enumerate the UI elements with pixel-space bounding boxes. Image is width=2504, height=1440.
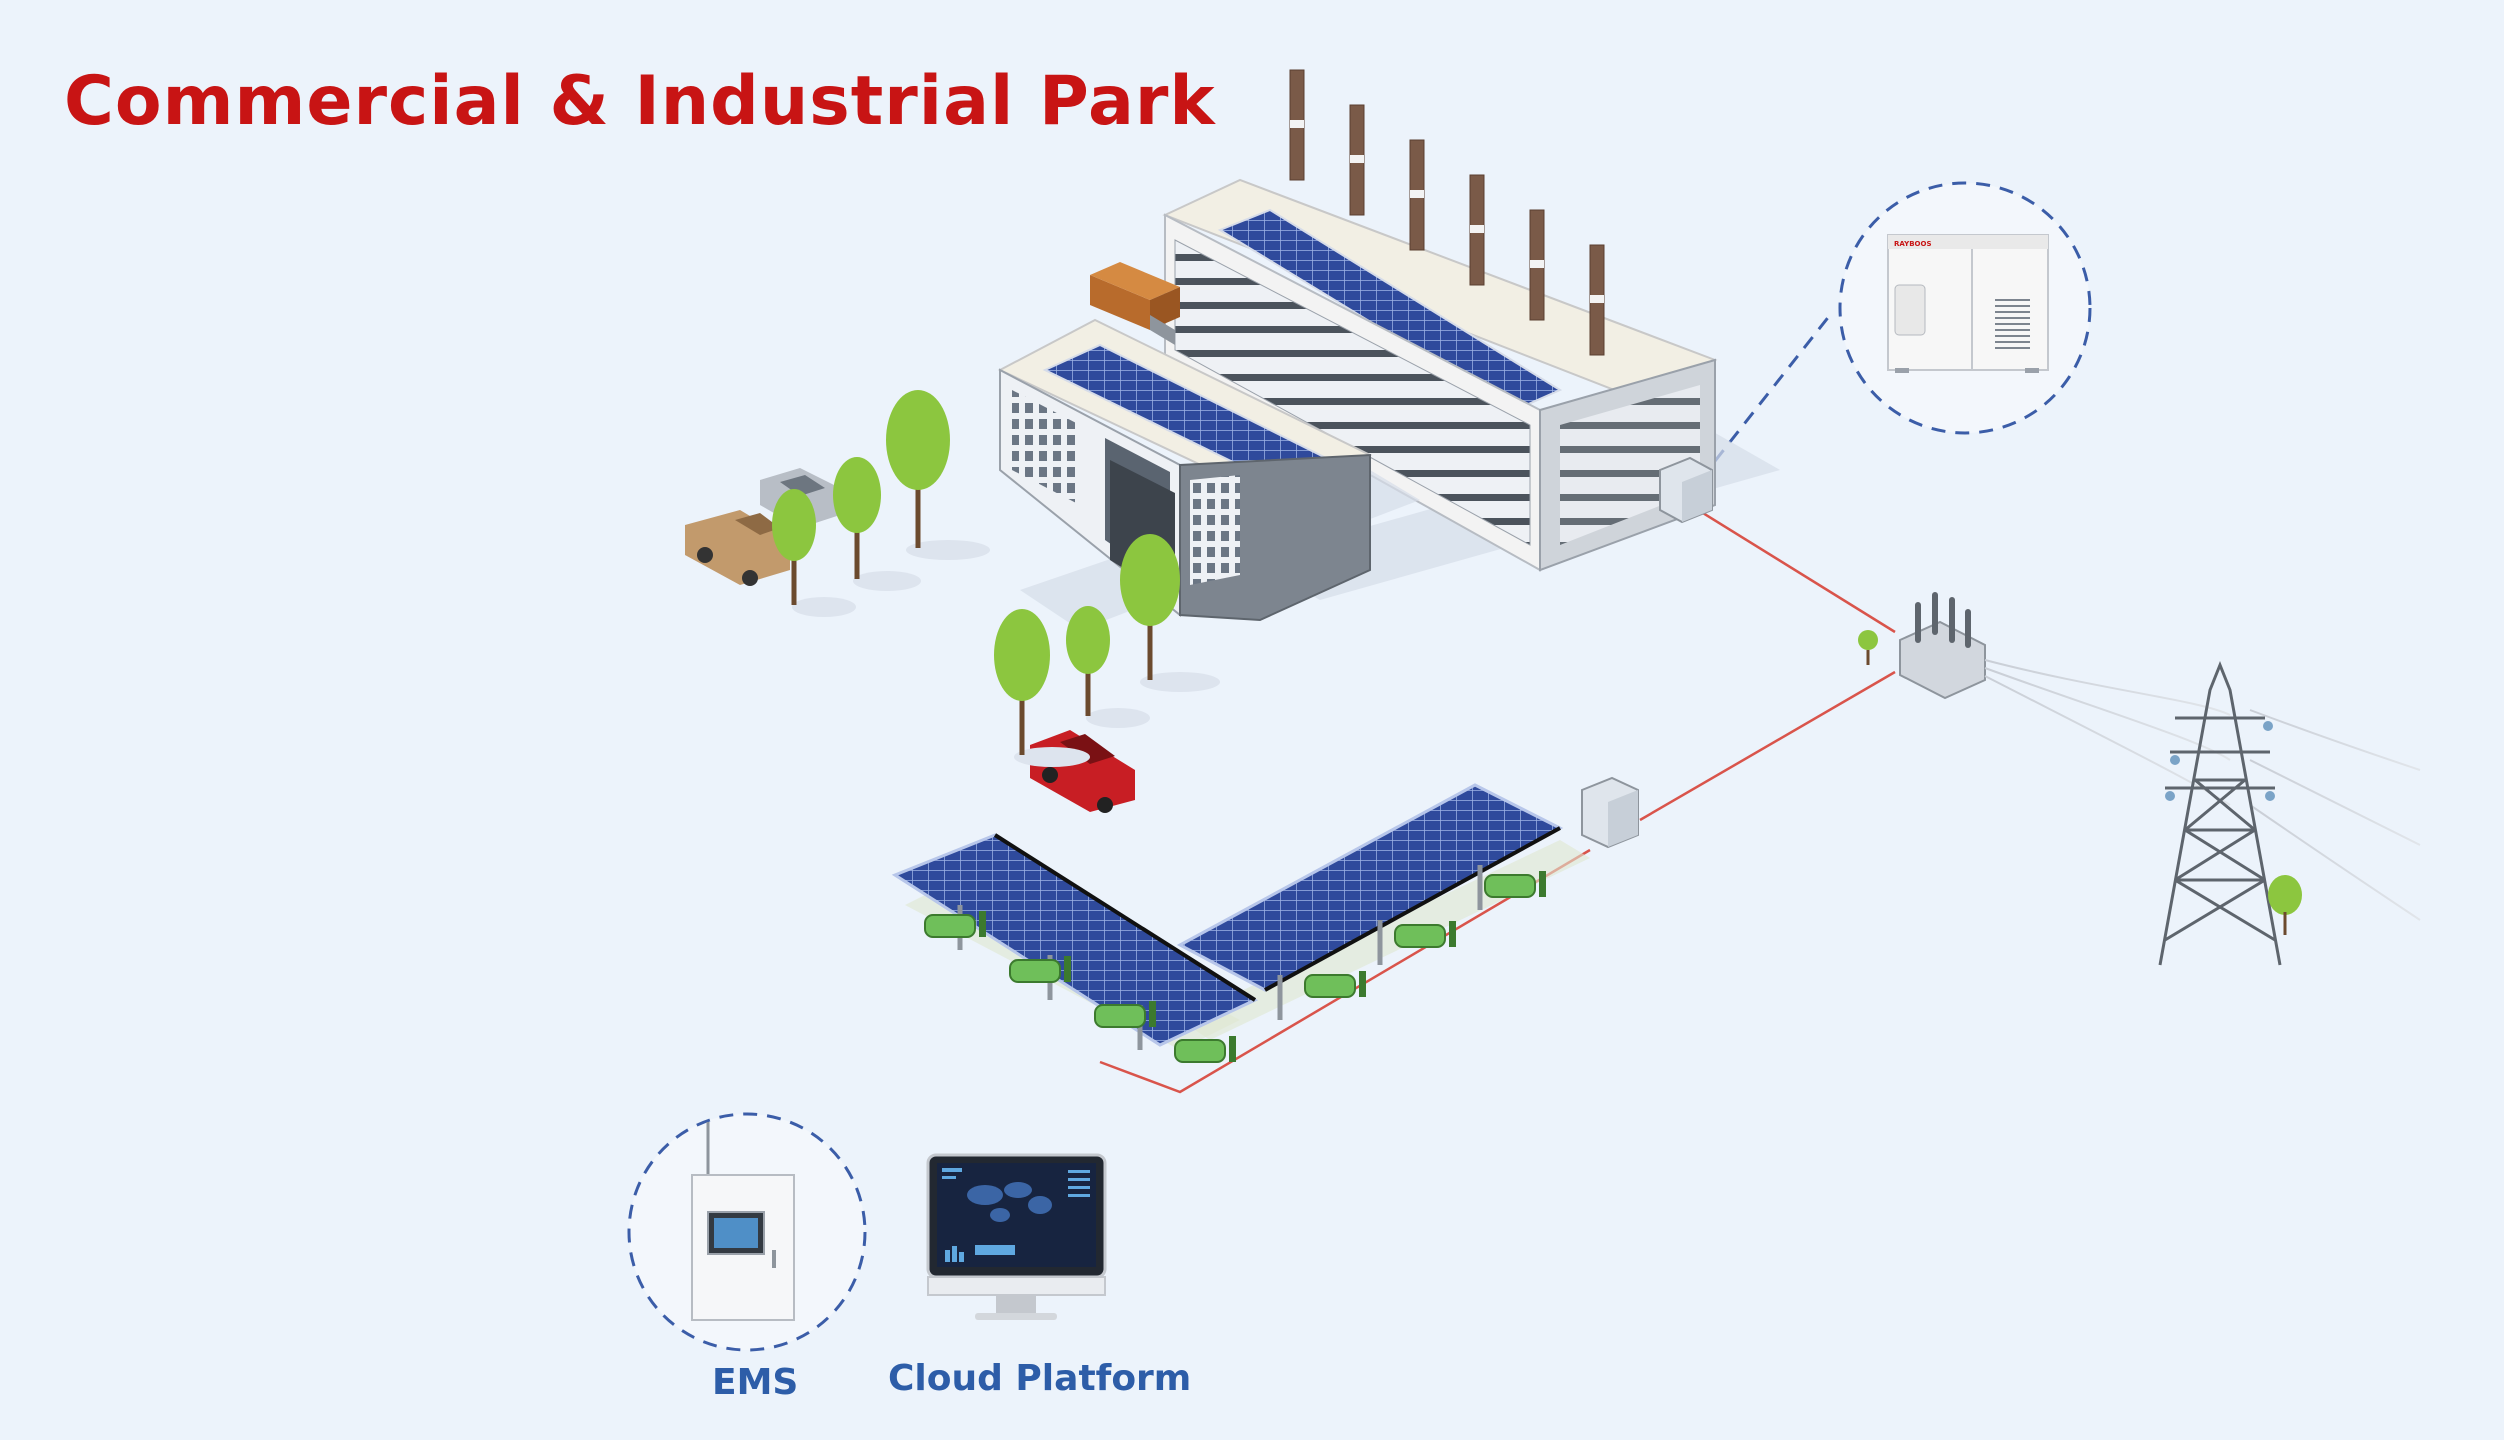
- ev-car: [1094, 1004, 1146, 1028]
- tree-canopy: [1120, 534, 1180, 626]
- charger-post: [1359, 971, 1366, 997]
- tree-canopy: [994, 609, 1050, 701]
- tree-icon: [2268, 875, 2302, 935]
- cabinet-brand-text: RAYBOOS: [1894, 240, 1932, 248]
- tree-canopy: [886, 390, 950, 490]
- charger-post: [1539, 871, 1546, 897]
- charger-post: [1149, 1001, 1156, 1027]
- charger-post: [1449, 921, 1456, 947]
- ev-car: [1304, 974, 1356, 998]
- tree-canopy: [1066, 606, 1110, 674]
- truck-icon: [1090, 262, 1180, 345]
- monitor-icon: [926, 1153, 1107, 1320]
- ems-controller-icon: [627, 1112, 867, 1352]
- tree-icon: [772, 390, 1220, 767]
- ev-car: [1484, 874, 1536, 898]
- page-title: Commercial & Industrial Park: [64, 62, 1216, 141]
- charger-post: [1229, 1036, 1236, 1062]
- charger-post: [979, 911, 986, 937]
- ev-car: [1009, 959, 1061, 983]
- ev-car: [1394, 924, 1446, 948]
- cloud-platform-label: Cloud Platform: [888, 1358, 1192, 1399]
- ev-car: [924, 914, 976, 938]
- tree-canopy: [833, 457, 881, 533]
- solar-carport-icon: [891, 783, 1590, 1050]
- power-transmission-tower-icon: [2158, 660, 2282, 966]
- charger-post: [1064, 956, 1071, 982]
- transformer-substation-icon: [1858, 592, 2421, 921]
- ems-label: EMS: [712, 1362, 799, 1403]
- tree-canopy: [772, 489, 816, 561]
- ev-charger-icon: [924, 871, 1546, 1063]
- ev-car: [1174, 1039, 1226, 1063]
- factory-icon: [1162, 69, 1780, 600]
- storage-box-icon: [1581, 456, 1713, 849]
- energy-storage-cabinet-icon: RAYBOOS: [1838, 181, 2092, 435]
